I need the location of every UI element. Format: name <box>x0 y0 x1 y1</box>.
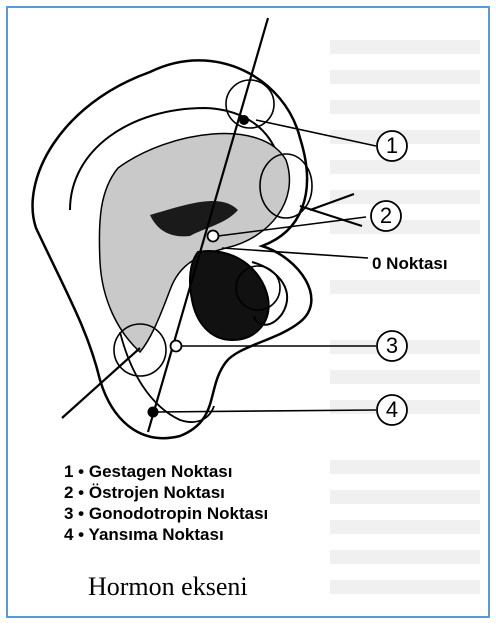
callout-number-3: 3 <box>380 333 404 359</box>
legend-item-2: 2 • Östrojen Noktası <box>64 482 268 503</box>
legend-item-4: 4 • Yansıma Noktası <box>64 524 268 545</box>
point-3-marker <box>171 341 182 352</box>
point-2-pointer-a <box>300 206 362 226</box>
point-1-marker <box>239 115 249 125</box>
figure-caption: Hormon ekseni <box>88 572 248 602</box>
callout-number-2: 2 <box>374 203 398 229</box>
point-2-marker <box>208 231 219 242</box>
callout-number-4: 4 <box>380 397 404 423</box>
zero-point-label: 0 Noktası <box>372 254 448 274</box>
legend: 1 • Gestagen Noktası 2 • Östrojen Noktas… <box>64 461 268 545</box>
legend-item-3: 3 • Gonodotropin Noktası <box>64 503 268 524</box>
callout-number-1: 1 <box>380 133 404 159</box>
point-2-pointer-b <box>310 194 354 210</box>
point-4-marker <box>148 407 159 418</box>
legend-item-1: 1 • Gestagen Noktası <box>64 461 268 482</box>
